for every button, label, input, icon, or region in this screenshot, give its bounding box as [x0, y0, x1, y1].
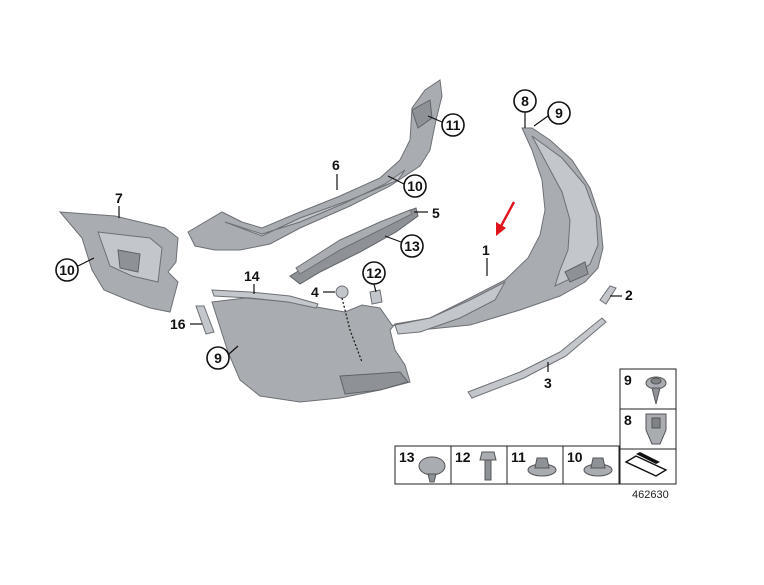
- diagram-number: 462630: [632, 489, 669, 501]
- part-2-reflector: [599, 285, 617, 305]
- svg-text:9: 9: [624, 372, 632, 388]
- flange-nut-icon-2: [583, 457, 613, 477]
- part-12-bolt: [369, 289, 383, 305]
- legend-row: 13 12 11 10: [394, 445, 620, 485]
- legend-cell-12: [450, 445, 508, 485]
- svg-text:16: 16: [170, 316, 186, 332]
- callout-2: 2: [610, 287, 633, 303]
- svg-text:9: 9: [555, 105, 563, 121]
- svg-text:11: 11: [446, 117, 461, 133]
- svg-text:1: 1: [482, 242, 490, 258]
- svg-text:10: 10: [567, 449, 583, 465]
- svg-text:8: 8: [521, 93, 529, 109]
- part-14-trim: [211, 289, 319, 309]
- svg-text:2: 2: [625, 287, 633, 303]
- callout-9-top: 9: [533, 101, 571, 127]
- svg-text:6: 6: [332, 157, 340, 173]
- bolt-icon: [479, 451, 497, 481]
- callout-9-bottom: 9: [206, 345, 239, 370]
- orientation-arrow-icon: [624, 452, 668, 477]
- callout-8: 8: [513, 89, 537, 128]
- svg-text:5: 5: [432, 205, 440, 221]
- svg-text:13: 13: [404, 238, 420, 254]
- svg-text:9: 9: [214, 350, 222, 366]
- nut-icon: [645, 376, 667, 405]
- part-4-grommet: [335, 285, 363, 363]
- svg-text:4: 4: [311, 284, 319, 300]
- callout-16: 16: [170, 316, 202, 332]
- callout-13: 13: [384, 234, 424, 258]
- push-rivet-icon: [418, 456, 446, 483]
- callout-7: 7: [115, 190, 123, 218]
- part-5-absorber: [289, 207, 419, 285]
- svg-text:7: 7: [115, 190, 123, 206]
- red-arrow-icon: [496, 201, 516, 236]
- callout-10-right: 10: [387, 174, 427, 198]
- part-1-bumper-panel: [211, 127, 604, 403]
- part-16-reflector: [195, 305, 215, 335]
- part-7-left-bracket: [58, 211, 179, 313]
- flange-nut-icon: [527, 457, 557, 477]
- svg-text:11: 11: [511, 449, 526, 465]
- svg-text:12: 12: [366, 265, 382, 281]
- callout-12: 12: [362, 261, 386, 293]
- svg-text:3: 3: [544, 375, 552, 391]
- svg-text:8: 8: [624, 412, 632, 428]
- svg-text:10: 10: [59, 262, 75, 278]
- callout-6: 6: [332, 157, 340, 190]
- svg-text:10: 10: [407, 178, 423, 194]
- svg-text:14: 14: [244, 268, 260, 284]
- svg-text:13: 13: [399, 449, 415, 465]
- part-3-lower-trim: [467, 317, 607, 399]
- callout-10-left: 10: [55, 257, 95, 282]
- callout-5: 5: [414, 205, 440, 221]
- clip-nut-icon: [645, 413, 667, 445]
- callout-14: 14: [244, 268, 260, 294]
- callout-11: 11: [427, 113, 465, 137]
- legend-column: 9 8: [619, 368, 677, 485]
- callout-4: 4: [311, 284, 335, 300]
- callout-1: 1: [482, 242, 490, 276]
- callout-3: 3: [544, 362, 552, 391]
- svg-text:12: 12: [455, 449, 471, 465]
